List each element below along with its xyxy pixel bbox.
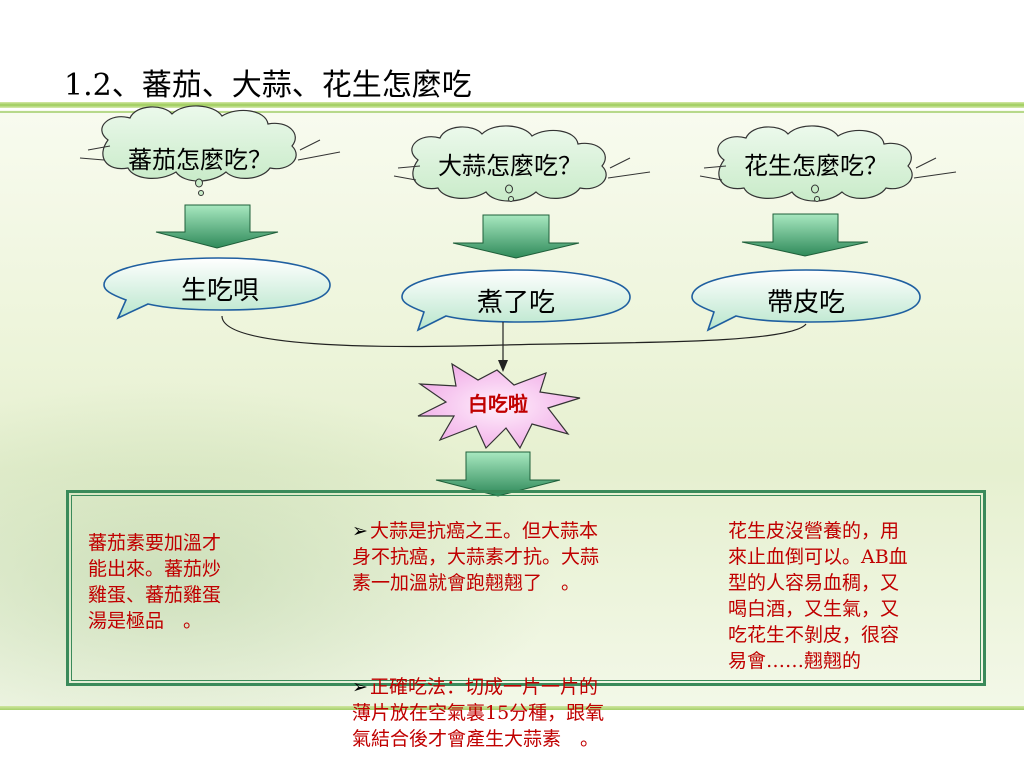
garlic-note-1: ➢ 大蒜是抗癌之王。但大蒜本 身不抗癌，大蒜素才抗。大蒜 素一加溫就會跑翹翹了 …	[352, 518, 672, 596]
cloud-garlic	[393, 125, 651, 202]
summary-box	[66, 490, 986, 686]
cloud-label-garlic: 大蒜怎麼吃？	[438, 152, 582, 180]
starburst	[417, 362, 581, 450]
callout-raw	[103, 257, 331, 320]
garlic-notes: ➢ 大蒜是抗癌之王。但大蒜本 身不抗癌，大蒜素才抗。大蒜 素一加溫就會跑翹翹了 …	[352, 518, 672, 752]
arrow-down-3	[741, 213, 869, 257]
garlic-note-2-text: 正確吃法：切成一片一片的 薄片放在空氣裏15分種，跟氧 氣結合後才會產生大蒜素 …	[352, 676, 605, 750]
cloud-label-tomato: 蕃茄怎麼吃？	[128, 146, 272, 174]
callout-label-cooked: 煮了吃	[476, 288, 555, 318]
peanut-note: 花生皮沒營養的，用 來止血倒可以。AB血 型的人容易血稠，又 喝白酒，又生氣，又…	[728, 520, 908, 672]
callout-skin	[691, 269, 921, 332]
page-title: 1.2、蕃茄、大蒜、花生怎麼吃	[64, 68, 472, 103]
garlic-note-1-text: 大蒜是抗癌之王。但大蒜本 身不抗癌，大蒜素才抗。大蒜 素一加溫就會跑翹翹了 。	[352, 520, 600, 594]
footer-divider	[0, 706, 1024, 710]
cloud-label-peanut: 花生怎麼吃？	[744, 152, 888, 180]
tomato-note: 蕃茄素要加溫才 能出來。蕃茄炒 雞蛋、蕃茄雞蛋 湯是極品 。	[88, 532, 222, 632]
callout-cooked	[401, 269, 631, 332]
bullet-arrow-icon: ➢	[352, 520, 368, 542]
cloud-tomato	[79, 105, 341, 196]
callout-label-skin: 帶皮吃	[766, 288, 845, 318]
starburst-label: 白吃啦	[468, 392, 528, 416]
summary-box-inner	[71, 495, 981, 681]
arrow-down-2	[452, 214, 580, 259]
callout-label-raw: 生吃唄	[180, 276, 259, 306]
bullet-arrow-icon: ➢	[352, 676, 368, 698]
background-haze	[0, 380, 560, 710]
merge-arrow-head	[498, 360, 508, 372]
garlic-note-2: ➢ 正確吃法：切成一片一片的 薄片放在空氣裏15分種，跟氧 氣結合後才會產生大蒜…	[352, 674, 672, 752]
cloud-peanut	[699, 125, 957, 202]
title-divider-thin	[0, 111, 1024, 113]
arrow-down-4	[435, 451, 561, 497]
title-divider	[0, 102, 1024, 108]
arrow-down-1	[155, 204, 279, 249]
